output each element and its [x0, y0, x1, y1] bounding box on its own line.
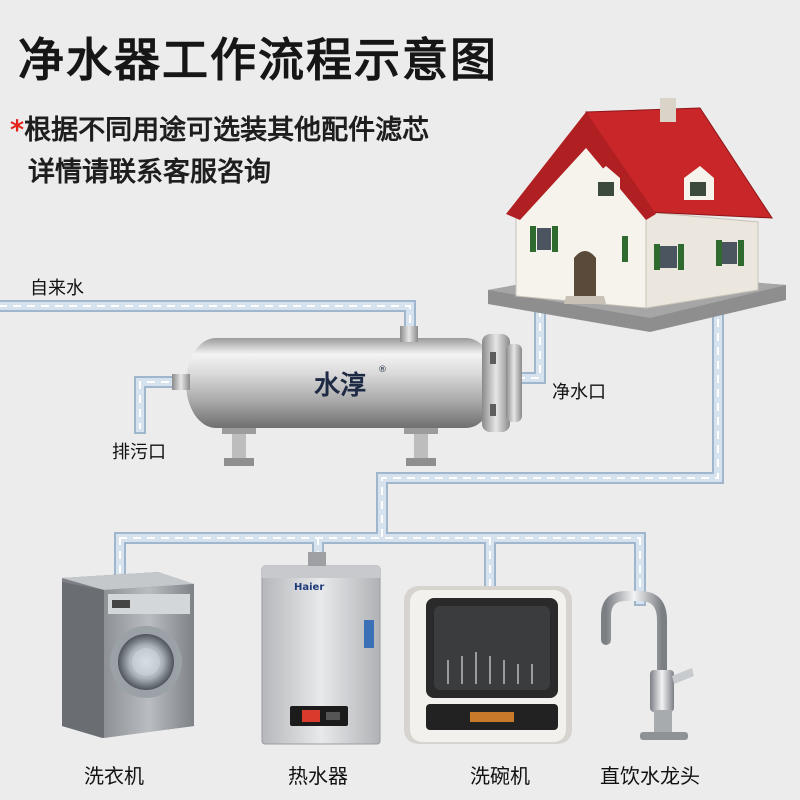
dishwasher-label: 洗碗机 [470, 764, 530, 788]
pipe-network [0, 300, 724, 606]
asterisk: * [10, 115, 25, 146]
filter-tank: 水淳 ® [172, 326, 522, 466]
clean-water-outlet-label: 净水口 [552, 382, 606, 403]
tap-water-label: 自来水 [30, 278, 84, 299]
washer-label: 洗衣机 [84, 764, 144, 788]
note-line-2: 详情请联系客服咨询 [28, 157, 271, 188]
page-title: 净水器工作流程示意图 [18, 33, 498, 87]
registered-mark: ® [378, 365, 387, 375]
heater-brand: Haier [294, 582, 324, 593]
washing-machine [62, 572, 194, 738]
dishwasher [404, 586, 572, 744]
drain-outlet-label: 排污口 [112, 442, 166, 463]
faucet [601, 591, 694, 740]
note-line-1: *根据不同用途可选装其他配件滤芯 [10, 108, 429, 147]
house-illustration [488, 98, 786, 332]
faucet-label: 直饮水龙头 [600, 764, 700, 788]
water-heater: Haier [261, 552, 381, 745]
filter-brand: 水淳 [314, 370, 366, 401]
water-heater-label: 热水器 [288, 764, 348, 788]
note-text-1: 根据不同用途可选装其他配件滤芯 [24, 115, 430, 146]
